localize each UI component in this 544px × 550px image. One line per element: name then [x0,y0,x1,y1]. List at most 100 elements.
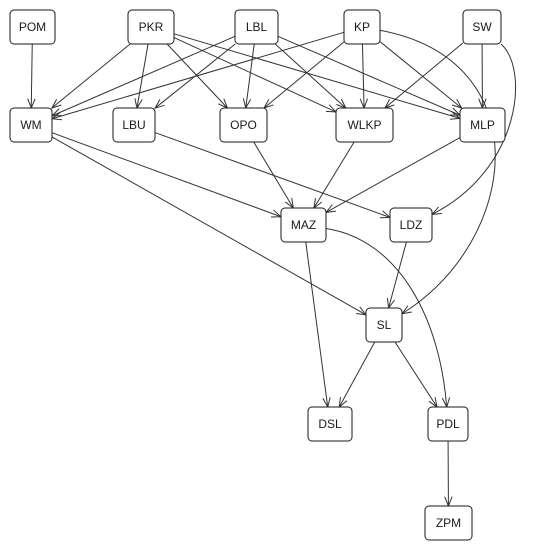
edge-sl-to-pdl-line [394,341,438,408]
node-box [280,207,327,243]
edge-sl-to-dsl-line [338,341,376,408]
edge-maz-to-dsl [305,241,331,409]
node-box [219,107,268,143]
node-box [459,107,506,143]
edge-sw-to-wlkp-line [384,42,464,109]
edge-kp-to-mlp-line [379,41,462,109]
node-opo: OPO [219,107,268,143]
edge-lbu-to-ldz [154,132,392,219]
edge-kp-to-wlkp [359,43,369,110]
edge-wlkp-to-maz [313,141,355,210]
node-label: WM [20,118,41,132]
node-kp: KP [343,9,381,45]
edge-ldz-to-sl-line [388,241,407,309]
edge-kp-to-sl-arrowhead [400,305,412,315]
edge-lbl-to-wlkp-line [274,43,347,109]
edge-pom-to-wm-line [30,43,33,109]
edge-pkr-to-wm-line [51,43,131,109]
node-pom: POM [9,9,56,45]
node-box [335,107,394,143]
edge-kp-to-sl-line [379,29,496,315]
node-box [427,406,469,442]
edge-lbu-to-ldz-line [154,132,391,218]
edge-kp-to-opo-line [263,41,345,109]
edge-sw-to-ldz-arrowhead [430,206,443,216]
node-label: SW [472,20,492,34]
edge-wm-to-maz-line [51,132,282,218]
node-box [9,107,53,143]
edge-kp-to-mlp-arrowhead [451,99,463,109]
node-pdl: PDL [427,406,469,442]
node-label: MLP [470,118,495,132]
edge-kp-to-opo [263,41,345,109]
edge-wm-to-sl-line [51,136,367,316]
node-wlkp: WLKP [335,107,394,143]
node-box [389,207,433,243]
node-label: WLKP [347,118,381,132]
edge-wlkp-to-maz-arrowhead [313,198,323,210]
node-sw: SW [462,9,502,45]
edge-pkr-to-wm-arrowhead [50,99,62,109]
node-label: MAZ [291,218,316,232]
edge-mlp-to-maz-line [325,137,461,213]
node-sl: SL [365,307,403,343]
node-label: POM [19,20,46,34]
edge-wlkp-to-maz-line [313,141,355,209]
edge-lbl-to-mlp-line [277,35,461,116]
node-pkr: PKR [127,9,175,45]
nodes-layer: POM PKR LBL KP SW WM LBU OPO WLKP MLP MAZ LDZ SL DSL P… [9,9,506,541]
edge-opo-to-maz-line [253,141,294,209]
edge-mlp-to-maz-arrowhead [324,204,336,214]
edge-maz-to-pdl-line [325,228,448,408]
edge-lbl-to-opo [242,43,255,110]
edge-pkr-to-lbu [134,43,149,110]
node-label: DSL [318,417,342,431]
edge-pkr-to-mlp [173,33,462,120]
edge-lbl-to-opo-line [245,43,255,109]
node-maz: MAZ [280,207,327,243]
edge-pkr-to-wlkp-line [173,37,337,113]
edge-kp-to-wlkp-line [361,43,365,109]
edge-sl-to-pdl-arrowhead [428,397,438,409]
edge-lbl-to-wm-line [51,35,236,117]
node-box [343,9,381,45]
edge-kp-to-mlp [379,41,463,109]
edge-wm-to-maz [51,132,283,218]
edge-lbl-to-lbu-arrowhead [153,99,165,110]
node-zpm: ZPM [424,505,473,541]
node-lbl: LBL [234,9,279,45]
edge-sl-to-pdl [394,341,438,409]
node-label: LBU [122,118,145,132]
edge-kp-to-wm-line [51,31,345,120]
edge-sl-to-dsl [338,341,376,409]
edge-pdl-to-zpm [444,440,453,508]
edge-pkr-to-mlp-line [173,33,461,119]
node-label: PDL [436,417,460,431]
edge-sl-to-dsl-arrowhead [338,397,348,409]
node-box [112,107,156,143]
edge-lbl-to-wm [50,35,236,117]
edge-sw-to-wlkp [383,42,464,109]
edge-opo-to-maz-arrowhead [285,198,294,210]
node-label: SL [377,318,392,332]
node-ldz: LDZ [389,207,433,243]
node-label: LDZ [400,218,423,232]
node-box [127,9,175,45]
node-mlp: MLP [459,107,506,143]
edge-lbl-to-wlkp [274,43,347,109]
node-label: ZPM [436,516,461,530]
node-box [365,307,403,343]
node-label: LBL [246,20,268,34]
edge-sw-to-mlp [478,43,487,110]
edge-wm-to-sl-arrowhead [356,306,368,316]
node-lbu: LBU [112,107,156,143]
node-label: PKR [139,20,164,34]
edge-pkr-to-wm [50,43,131,109]
node-box [9,9,56,45]
edge-maz-to-dsl-line [305,241,329,408]
node-box [307,406,353,442]
edge-pom-to-wm [27,43,36,110]
edge-kp-to-wm [50,31,345,121]
edge-ldz-to-sl [386,241,407,310]
